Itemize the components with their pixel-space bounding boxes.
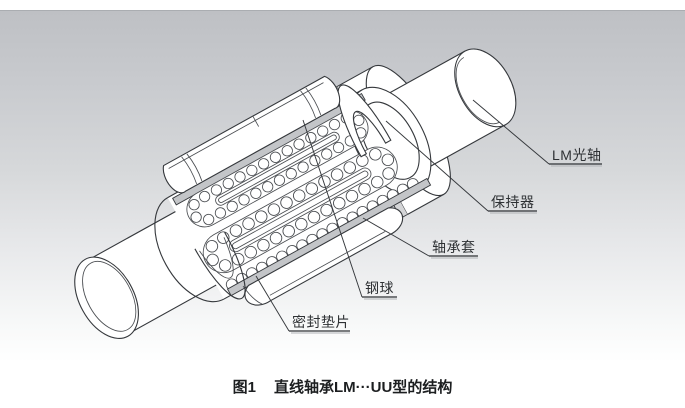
shaft-left-chamfer (82, 260, 137, 332)
leader-retainer (385, 120, 489, 212)
steel-ball (281, 145, 293, 157)
shell-split-notch (252, 115, 260, 127)
steel-ball (222, 177, 234, 190)
steel-ball (210, 184, 223, 196)
steel-ball (198, 190, 211, 203)
circuit-middle-balls (205, 148, 395, 272)
steel-ball (269, 151, 282, 163)
steel-ball (229, 224, 243, 237)
steel-ball (333, 196, 346, 210)
steel-ball (273, 174, 286, 186)
steel-ball (280, 196, 293, 209)
steel-ball (267, 203, 281, 216)
steel-ball (190, 211, 202, 223)
shaft-right-end-face (454, 48, 517, 128)
steel-ball (218, 259, 232, 272)
steel-ball (206, 253, 219, 267)
steel-ball (358, 182, 371, 196)
sleeve-top-shell-body (162, 75, 341, 194)
sleeve-bottom-shell-body (244, 207, 404, 306)
steel-ball (250, 187, 262, 199)
sleeve-bottom-shell (242, 207, 404, 306)
sleeve-bottom-shell-inner-edge (269, 230, 386, 296)
seal-gasket-left (194, 232, 246, 300)
leader-shaft (472, 99, 550, 165)
steel-ball (238, 194, 250, 206)
leader-ball (302, 119, 363, 298)
steel-ball (382, 167, 395, 180)
sleeve-bottom-shell-end-arc (242, 285, 263, 305)
steel-ball (214, 207, 227, 219)
steel-ball (242, 217, 255, 230)
leader-seal (255, 275, 290, 332)
circuit-upper-slot (215, 131, 340, 206)
circuit-upper-slot-inner (218, 134, 337, 203)
label-ball: 钢球 (365, 280, 394, 296)
shell-groove-left-a (181, 156, 198, 184)
steel-ball (244, 245, 257, 259)
steel-ball (226, 200, 238, 213)
label-retainer: 保持器 (491, 194, 535, 210)
steel-ball (370, 175, 384, 189)
steel-ball (255, 210, 268, 223)
leader-sleeve (362, 217, 430, 257)
steel-ball (285, 168, 297, 180)
steel-ball (297, 161, 309, 173)
steel-ball (328, 118, 341, 131)
sleeve-top-shell (162, 75, 341, 194)
seal-left-inner-arc (199, 237, 234, 279)
steel-ball (307, 210, 321, 224)
steel-ball (202, 213, 215, 226)
steel-ball (258, 158, 270, 170)
steel-ball (295, 217, 308, 231)
figure-caption-label: 图1 (232, 379, 257, 396)
steel-ball (305, 182, 319, 195)
part-labels: LM光轴 保持器 轴承套 钢球 密封垫片 (289, 147, 602, 334)
steel-ball (292, 189, 306, 202)
steel-ball (343, 161, 356, 174)
steel-ball (234, 171, 246, 183)
label-seal: 密封垫片 (292, 314, 350, 330)
steel-ball (188, 199, 200, 211)
shell-groove-right-b (305, 87, 322, 116)
shaft-left-end-face (74, 256, 139, 339)
steel-ball (293, 138, 305, 150)
steel-ball (381, 153, 395, 167)
steel-ball (332, 141, 345, 154)
figure-caption: 图1 直线轴承LM···UU型的结构 (0, 376, 685, 397)
seal-left-outer-arc (194, 232, 246, 300)
steel-ball (282, 224, 295, 238)
figure-caption-title: 直线轴承LM···UU型的结构 (274, 379, 453, 396)
shell-groove-right-a (300, 90, 316, 119)
steel-ball (345, 189, 359, 203)
shell-groove-left-b (186, 153, 203, 182)
steel-ball (262, 181, 274, 193)
label-sleeve: 轴承套 (432, 239, 476, 255)
steel-ball (269, 231, 283, 245)
sleeve-rear-top-edge (336, 66, 374, 88)
steel-ball (257, 238, 270, 252)
label-shaft: LM光轴 (552, 147, 601, 163)
sleeve-top-shell-inner-edge (168, 82, 324, 169)
steel-ball (246, 164, 258, 177)
circuit-middle-slot (229, 167, 372, 253)
steel-ball (205, 240, 219, 253)
steel-ball (356, 154, 369, 167)
steel-ball (369, 148, 382, 161)
steel-ball (321, 148, 333, 160)
sleeve-rear-bottom-edge (407, 193, 444, 215)
steel-ball (317, 125, 329, 137)
bearing-assembly (74, 48, 517, 339)
ball-row-lower (225, 178, 419, 291)
steel-ball (330, 168, 344, 181)
shaft-right-chamfer (455, 57, 500, 125)
ball-circuit-middle (202, 146, 398, 274)
retainer-left-end-arc (154, 197, 225, 303)
